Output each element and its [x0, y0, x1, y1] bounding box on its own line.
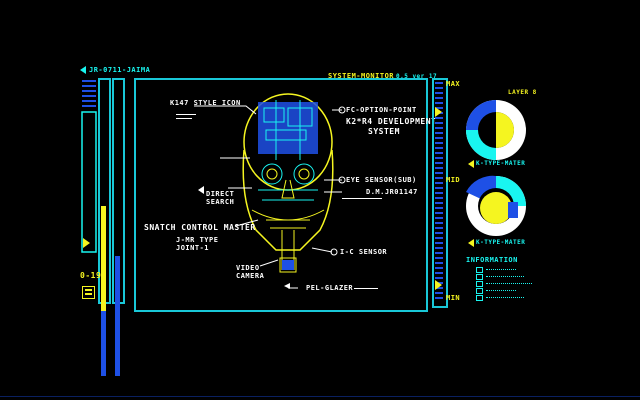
scale-tick — [435, 247, 443, 249]
scale-tick — [435, 267, 443, 269]
left-gauge: 0-19 — [80, 78, 130, 376]
scale-tick — [435, 152, 443, 154]
info-row — [476, 287, 532, 294]
label-jointype-2: JOINT-1 — [176, 244, 210, 252]
scale-tick — [435, 102, 443, 104]
header-center-title: SYSTEM-MONITOR — [328, 72, 395, 80]
scale-tick — [435, 277, 443, 279]
label-pel-glazer: PEL-GLAZER — [306, 284, 354, 292]
diagram-panel — [134, 78, 428, 312]
scale-pointer-bottom-icon — [435, 279, 442, 290]
scale-tick — [435, 227, 443, 229]
scale-tick — [435, 92, 443, 94]
scale-tick — [435, 237, 443, 239]
scale-min-label: MIN — [446, 294, 461, 302]
scale-tick — [435, 142, 443, 144]
gauge-bar-main-fill — [101, 206, 106, 311]
scale-tick — [435, 232, 443, 234]
scale-tick — [435, 212, 443, 214]
dial-2-label: K-TYPE-MATER — [476, 239, 526, 246]
gauge-bar-b1-fill — [115, 256, 120, 376]
info-bullet-icon — [476, 295, 483, 301]
left-gauge-ticks — [81, 80, 97, 253]
label-dm-code: D.M.JR01147 — [366, 188, 418, 196]
scale-tick — [435, 207, 443, 209]
scale-tick — [435, 197, 443, 199]
scale-tick — [435, 297, 443, 299]
scale-tick — [435, 82, 443, 84]
label-eye-sensor: EYE SENSOR(SUB) — [346, 176, 417, 184]
label-ic-sensor: I-C SENSOR — [340, 248, 388, 256]
scale-tick — [435, 117, 443, 119]
label-direct-search-1: DIRECT — [206, 190, 235, 198]
label-video-camera-1: VIDEO — [236, 264, 260, 272]
gauge-bar-main-fill-low — [101, 311, 106, 376]
scale-tick — [435, 292, 443, 294]
scale-tick — [435, 217, 443, 219]
scale-tick — [435, 202, 443, 204]
scale-tick — [435, 262, 443, 264]
dial-1-label: K-TYPE-MATER — [476, 160, 526, 167]
information-title: INFORMATION — [466, 256, 518, 264]
scale-tick — [435, 167, 443, 169]
info-line — [486, 276, 524, 278]
scale-mid-label: MID — [446, 176, 461, 184]
scale-tick — [435, 137, 443, 139]
label-dev-system-1: K2*R4 DEVELOPMENT — [346, 117, 437, 126]
dial2-arrow-icon — [468, 239, 474, 247]
scale-tick — [435, 182, 443, 184]
info-row — [476, 273, 532, 280]
info-bullet-icon — [476, 274, 483, 280]
scale-tick — [435, 87, 443, 89]
layer-label: LAYER 8 — [508, 89, 537, 96]
gauge-counter: 0-19 — [80, 271, 102, 280]
bottom-divider — [0, 396, 640, 397]
scale-tick — [435, 257, 443, 259]
info-line — [486, 297, 524, 299]
scale-tick — [435, 172, 443, 174]
scale-max-label: MAX — [446, 80, 461, 88]
scale-tick — [435, 272, 443, 274]
scale-tick — [435, 122, 443, 124]
label-style-icon: K147 STYLE ICON — [170, 99, 241, 107]
header-left-arrow-icon — [80, 66, 86, 74]
scale-tick — [435, 187, 443, 189]
header-left-title: JR-0711-JAIMA — [89, 66, 151, 74]
scale-tick — [435, 127, 443, 129]
scale-pointer-top-icon — [435, 106, 442, 117]
dial-2 — [466, 175, 526, 236]
scale-tick — [435, 242, 443, 244]
gauge-grid-icon — [82, 286, 95, 299]
label-dev-system-2: SYSTEM — [368, 127, 400, 136]
info-row — [476, 266, 532, 273]
label-snatch-master: SNATCH CONTROL MASTER — [144, 223, 256, 232]
dial1-arrow-icon — [468, 160, 474, 168]
info-bullet-icon — [476, 281, 483, 287]
label-jointype-1: J-MR TYPE — [176, 236, 219, 244]
dial-1 — [466, 100, 526, 160]
info-line — [486, 269, 516, 271]
info-bullet-icon — [476, 288, 483, 294]
scale-tick — [435, 162, 443, 164]
label-direct-search-2: SEARCH — [206, 198, 235, 206]
info-row — [476, 280, 532, 287]
scale-tick — [435, 222, 443, 224]
right-scale — [432, 78, 448, 308]
header-center-sub: 0.5 ver 17 — [396, 73, 438, 80]
scale-tick — [435, 157, 443, 159]
robot-head-diagram — [176, 93, 382, 289]
information-list — [476, 266, 536, 306]
info-line — [486, 290, 516, 292]
label-option-point: FC-OPTION-POINT — [346, 106, 417, 114]
label-video-camera-2: CAMERA — [236, 272, 265, 280]
info-row — [476, 294, 532, 301]
scale-tick — [435, 147, 443, 149]
scale-tick — [435, 252, 443, 254]
scale-tick — [435, 132, 443, 134]
scale-tick — [435, 192, 443, 194]
scale-tick — [435, 97, 443, 99]
info-bullet-icon — [476, 267, 483, 273]
info-line — [486, 283, 532, 285]
scale-tick — [435, 177, 443, 179]
